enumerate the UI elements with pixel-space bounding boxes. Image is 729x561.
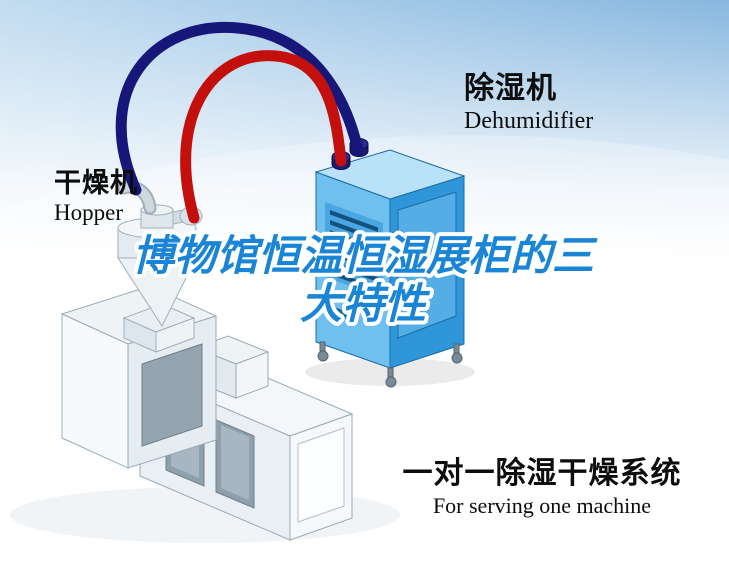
caster-wheel: [317, 350, 329, 362]
red-hose: [180, 50, 347, 224]
system-label: 一对一除湿干燥系统 For serving one machine: [394, 456, 690, 520]
caster-stem: [453, 343, 460, 354]
main-title: 博物馆恒温恒湿展柜的三 大特性: [128, 228, 602, 331]
dryer-label: 干燥机 Hopper: [54, 168, 138, 226]
system-label-cn: 一对一除湿干燥系统: [402, 457, 682, 490]
dehumidifier-top-face: [314, 149, 466, 200]
caster-stem: [319, 341, 326, 352]
front-badge: [332, 306, 350, 321]
navy-hose: [115, 21, 364, 196]
machine-door-inner: [221, 425, 249, 500]
main-title-line2: 大特性: [300, 280, 431, 327]
hopper-mount-side: [155, 317, 195, 353]
caster-wheels: [317, 341, 463, 388]
caster-stem: [387, 367, 394, 378]
gearbox-side: [235, 351, 269, 399]
vent-grille-slats: [330, 210, 378, 292]
hopper-illustration: [117, 180, 203, 353]
dryer-label-en: Hopper: [54, 200, 123, 225]
system-label-en: For serving one machine: [432, 493, 652, 518]
dehumidifier-label-en: Dehumidifier: [464, 108, 594, 134]
door-handle: [449, 244, 454, 260]
caster-wheel: [451, 352, 463, 364]
machine-end-panel: [297, 427, 345, 523]
dehumidifier-label-cn: 除湿机: [464, 72, 557, 105]
dryer-label-cn: 干燥机: [54, 168, 138, 198]
dehumidifier-side-door: [397, 191, 457, 339]
dehumidifier-label: 除湿机 Dehumidifier: [464, 72, 593, 136]
caster-wheel: [385, 376, 397, 388]
main-title-line1: 博物馆恒温恒湿展柜的三: [132, 232, 598, 279]
cabinet-door-panel: [141, 343, 203, 447]
